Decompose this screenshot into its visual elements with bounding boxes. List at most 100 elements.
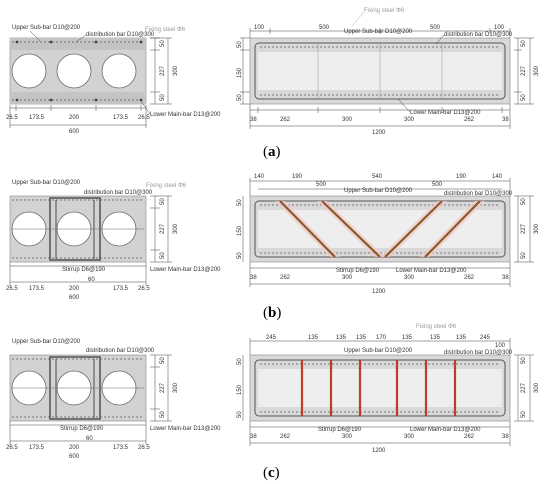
svg-text:500: 500 <box>319 25 330 31</box>
label-upper-sub-bar-elev-a: Upper Sub-bar D10@200 <box>344 29 413 35</box>
label-stirrup-b: Stirrup D6@190 <box>62 267 106 273</box>
svg-text:50: 50 <box>521 40 527 47</box>
svg-text:300: 300 <box>173 65 179 76</box>
svg-text:300: 300 <box>173 382 179 393</box>
label-fixing-steel-a: Fixing steel Φ6 <box>145 27 186 33</box>
svg-text:500: 500 <box>432 182 443 188</box>
svg-text:50: 50 <box>237 199 243 206</box>
svg-text:38: 38 <box>502 275 509 281</box>
svg-text:135: 135 <box>356 335 367 341</box>
svg-text:300: 300 <box>534 223 540 234</box>
svg-text:227: 227 <box>160 65 166 76</box>
label-distribution-bar-elev-a: distribution bar D10@300 <box>444 32 513 38</box>
svg-text:245: 245 <box>266 335 277 341</box>
svg-text:300: 300 <box>534 65 540 76</box>
svg-text:300: 300 <box>404 275 415 281</box>
svg-text:135: 135 <box>336 335 347 341</box>
svg-text:60: 60 <box>86 436 93 442</box>
caption-b: (b) <box>263 305 281 321</box>
caption-a: (a) <box>263 144 281 160</box>
label-upper-sub-bar-elev-b: Upper Sub-bar D10@200 <box>344 188 413 194</box>
svg-text:300: 300 <box>342 275 353 281</box>
svg-text:300: 300 <box>534 382 540 393</box>
svg-text:135: 135 <box>402 335 413 341</box>
label-lower-main-bar-a: Lower Main-bar D13@200 <box>150 112 221 118</box>
elevation-c <box>242 338 534 446</box>
svg-text:190: 190 <box>292 174 303 180</box>
svg-text:150: 150 <box>237 67 243 78</box>
panel-b: Upper Sub-bar D10@200 distribution bar D… <box>6 174 540 321</box>
svg-text:262: 262 <box>280 275 291 281</box>
caption-c: (c) <box>263 465 280 481</box>
label-fixing-steel-elev-a: Fixing steel Φ6 <box>364 8 405 14</box>
cross-section-c <box>9 354 172 445</box>
svg-text:262: 262 <box>280 117 291 123</box>
svg-text:38: 38 <box>250 275 257 281</box>
svg-text:600: 600 <box>69 295 80 301</box>
elevation-dims-c: 245 135 135 135 170 135 135 135 245 100 … <box>237 335 540 454</box>
panel-a: Upper Sub-bar D10@200 distribution bar D… <box>6 8 540 160</box>
svg-text:173.5: 173.5 <box>113 445 129 451</box>
svg-text:500: 500 <box>316 182 327 188</box>
svg-text:150: 150 <box>237 225 243 236</box>
svg-text:38: 38 <box>502 434 509 440</box>
svg-text:100: 100 <box>494 25 505 31</box>
svg-text:50: 50 <box>160 411 166 418</box>
svg-text:50: 50 <box>521 198 527 205</box>
label-upper-sub-bar-elev-c: Upper Sub-bar D10@200 <box>344 348 413 354</box>
svg-text:26.5: 26.5 <box>6 115 18 121</box>
label-upper-sub-bar-c: Upper Sub-bar D10@200 <box>12 339 81 345</box>
svg-text:135: 135 <box>430 335 441 341</box>
svg-text:227: 227 <box>160 382 166 393</box>
svg-text:135: 135 <box>308 335 319 341</box>
label-distribution-bar-c: distribution bar D10@300 <box>86 348 155 354</box>
label-stirrup-c: Stirrup D6@190 <box>60 426 104 432</box>
svg-text:1200: 1200 <box>372 130 386 136</box>
svg-text:190: 190 <box>456 174 467 180</box>
label-stirrup-elev-b: Stirrup D6@190 <box>336 268 380 274</box>
svg-text:50: 50 <box>521 411 527 418</box>
svg-text:200: 200 <box>69 286 80 292</box>
svg-text:200: 200 <box>69 445 80 451</box>
svg-text:173.5: 173.5 <box>113 115 129 121</box>
section-dims-bottom-a: 26.5 173.5 200 173.5 26.5 600 <box>6 115 150 135</box>
svg-text:150: 150 <box>237 384 243 395</box>
svg-text:173.5: 173.5 <box>113 286 129 292</box>
label-fixing-steel-elev-c: Fixing steel Φ6 <box>416 324 457 330</box>
svg-text:50: 50 <box>237 411 243 418</box>
svg-text:540: 540 <box>372 174 383 180</box>
svg-text:60: 60 <box>88 277 95 283</box>
svg-text:26.5: 26.5 <box>138 445 150 451</box>
section-dims-right-a: 50 227 50 300 <box>160 40 179 101</box>
svg-text:100: 100 <box>254 25 265 31</box>
svg-text:50: 50 <box>237 252 243 259</box>
panel-c: Upper Sub-bar D10@200 distribution bar D… <box>6 324 540 481</box>
svg-text:38: 38 <box>502 117 509 123</box>
svg-text:26.5: 26.5 <box>138 115 150 121</box>
svg-text:50: 50 <box>237 358 243 365</box>
label-distribution-bar-elev-b: distribution bar D10@300 <box>444 191 513 197</box>
svg-text:50: 50 <box>237 41 243 48</box>
section-dims-c: 60 26.5 173.5 200 173.5 26.5 600 50 227 … <box>6 357 179 460</box>
svg-text:38: 38 <box>250 117 257 123</box>
label-stirrup-elev-c: Stirrup D6@190 <box>318 427 362 433</box>
svg-text:50: 50 <box>237 94 243 101</box>
svg-text:50: 50 <box>521 94 527 101</box>
elevation-b <box>242 178 534 287</box>
svg-text:262: 262 <box>464 434 475 440</box>
cross-section-a <box>9 37 172 128</box>
svg-text:300: 300 <box>404 117 415 123</box>
label-upper-sub-bar-a: Upper Sub-bar D10@200 <box>12 25 81 31</box>
label-lower-main-bar-elev-a: Lower Main-bar D13@200 <box>410 110 481 116</box>
svg-text:300: 300 <box>404 434 415 440</box>
svg-text:173.5: 173.5 <box>29 445 45 451</box>
svg-text:300: 300 <box>173 223 179 234</box>
svg-text:227: 227 <box>521 65 527 76</box>
svg-text:600: 600 <box>69 129 80 135</box>
label-lower-main-bar-elev-c: Lower Main-bar D13@200 <box>410 427 481 433</box>
svg-text:50: 50 <box>160 94 166 101</box>
label-lower-main-bar-b: Lower Main-bar D13@200 <box>150 267 221 273</box>
svg-text:227: 227 <box>521 382 527 393</box>
svg-text:227: 227 <box>160 223 166 234</box>
